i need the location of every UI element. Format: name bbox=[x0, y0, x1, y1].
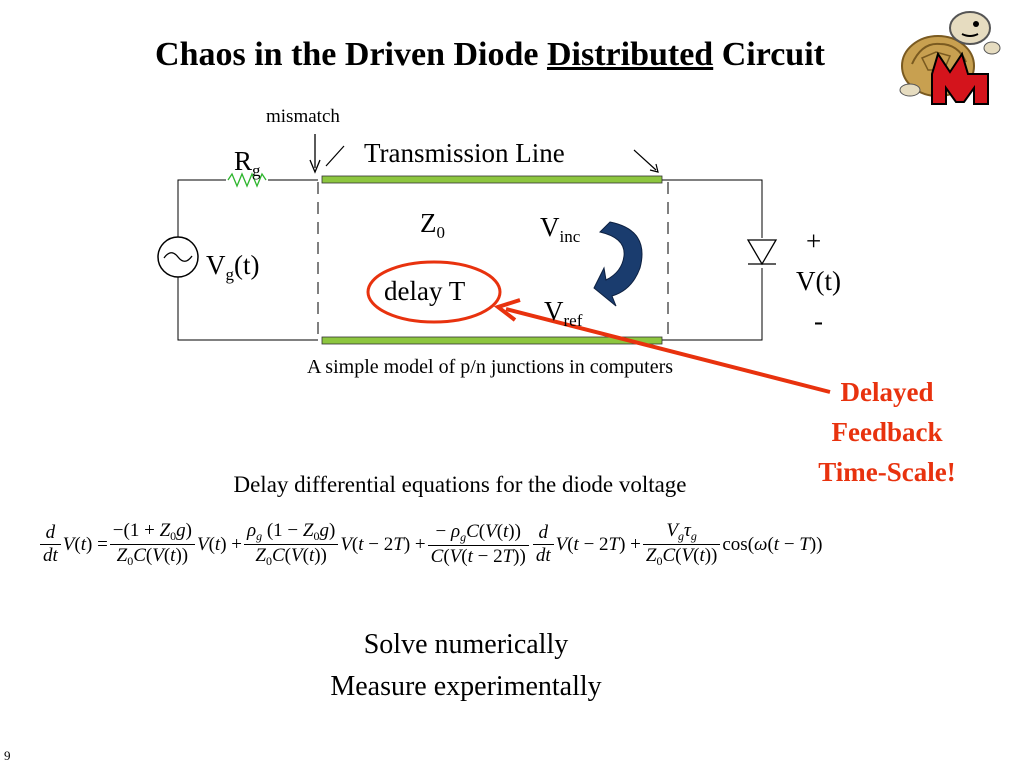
vref-label: Vref bbox=[544, 296, 583, 330]
circuit-caption: A simple model of p/n junctions in compu… bbox=[306, 356, 674, 378]
callout-arrow bbox=[493, 298, 521, 322]
dde-heading: Delay differential equations for the dio… bbox=[233, 472, 687, 497]
minus-label: - bbox=[814, 306, 823, 336]
title-part2: Circuit bbox=[713, 36, 825, 73]
slide-title: Chaos in the Driven Diode Distributed Ci… bbox=[0, 36, 980, 74]
delay-label: delay T bbox=[384, 276, 466, 306]
callout-line1: Delayed bbox=[840, 377, 934, 407]
title-underlined: Distributed bbox=[546, 36, 714, 73]
solve-numerically-text: Solve numerically bbox=[363, 629, 569, 660]
vt-label: V(t) bbox=[796, 266, 841, 296]
rg-label: Rg bbox=[234, 146, 261, 180]
resistor-symbol bbox=[227, 172, 267, 188]
measure-experimentally-text: Measure experimentally bbox=[330, 671, 602, 702]
plus-label: + bbox=[806, 226, 822, 256]
terrapin-logo bbox=[899, 11, 1001, 105]
delay-highlight bbox=[366, 260, 502, 324]
title-part1: Chaos in the Driven Diode bbox=[155, 36, 547, 73]
mismatch-label: mismatch bbox=[266, 106, 340, 127]
slide-number: 9 bbox=[4, 748, 11, 763]
z0-label: Z0 bbox=[420, 208, 445, 242]
callout-line2: Feedback bbox=[831, 417, 943, 447]
reflection-arrow-icon bbox=[593, 221, 643, 307]
diode-symbol bbox=[746, 239, 778, 266]
vg-label: Vg(t) bbox=[206, 250, 260, 284]
callout-line3: Time-Scale! bbox=[818, 457, 956, 487]
transmission-line-top bbox=[321, 175, 663, 184]
vinc-label: Vinc bbox=[540, 212, 581, 246]
transmission-line-bottom bbox=[321, 336, 663, 345]
transmission-line-label: Transmission Line bbox=[364, 138, 565, 168]
delayed-feedback-callout: Delayed Feedback Time-Scale! bbox=[782, 372, 992, 492]
mismatch-arrow bbox=[309, 159, 321, 174]
solve-methods: Solve numerically Measure experimentally bbox=[0, 624, 932, 708]
